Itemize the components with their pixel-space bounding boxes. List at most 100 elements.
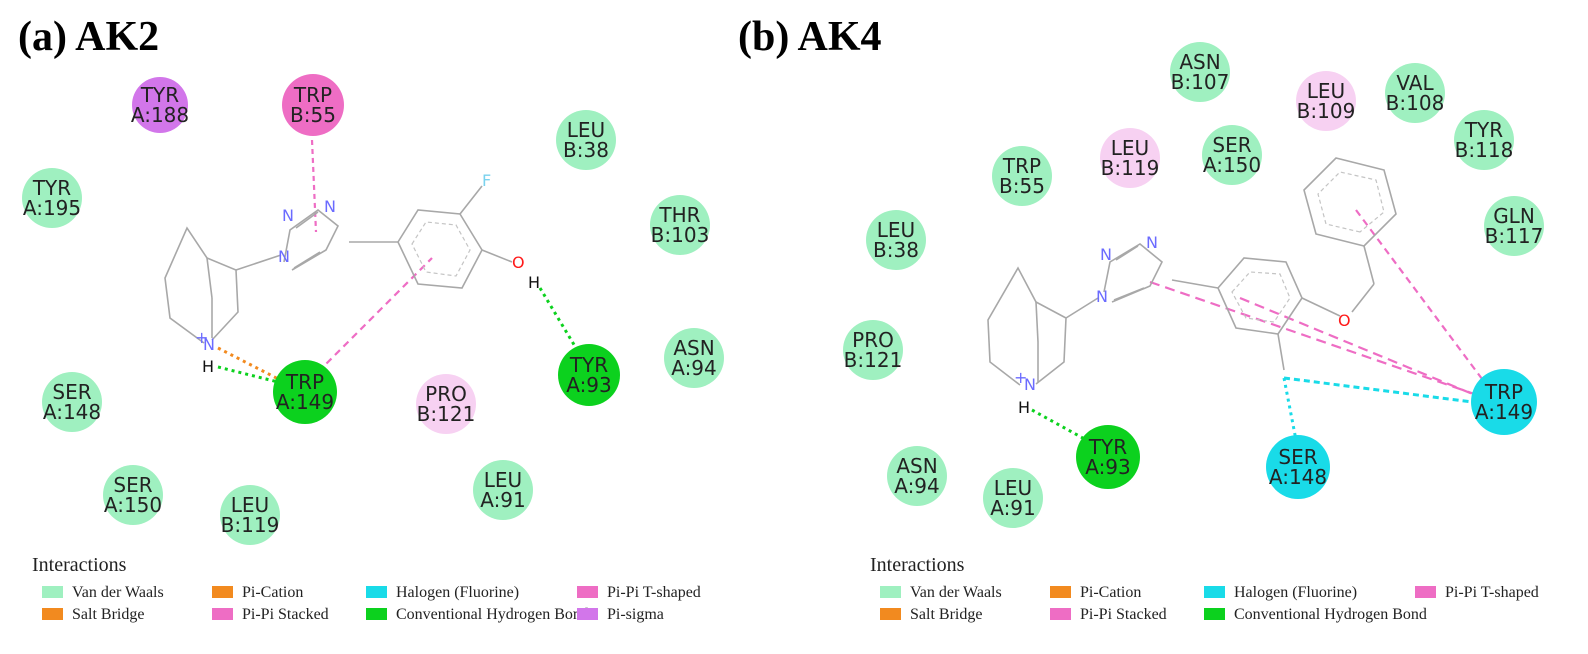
atom-n-ak4: N	[1024, 375, 1036, 394]
residue-id: B:107	[1171, 70, 1230, 94]
residue-id: B:119	[221, 513, 280, 537]
residue-id: B:103	[651, 223, 710, 247]
residue-disc	[664, 328, 724, 388]
halogen-line-trp-a149	[1283, 376, 1489, 406]
residue-id: B:121	[417, 402, 476, 426]
residue-id: B:118	[1455, 138, 1514, 162]
atom-n1-ak2: N	[278, 247, 290, 266]
residue-name: GLN	[1493, 204, 1535, 228]
residue-disc	[983, 468, 1043, 528]
legend-swatch	[1204, 586, 1225, 598]
residue-disc	[843, 320, 903, 380]
legend-label: Halogen (Fluorine)	[1234, 584, 1357, 601]
legend-swatch	[577, 608, 598, 620]
svg-text:+: +	[195, 328, 208, 347]
legend-swatch	[42, 608, 63, 620]
legend-label: Salt Bridge	[72, 606, 144, 623]
legend-swatch	[212, 608, 233, 620]
legend-label: Salt Bridge	[910, 606, 982, 623]
legend-item-pi-sigma: Pi-sigma	[577, 606, 664, 623]
tshaped-line-trp-b55	[310, 139, 318, 233]
atom-n2-ak4: N	[1100, 245, 1112, 264]
legend-item-hbond: Conventional Hydrogen Bond	[1204, 606, 1427, 623]
legend-item-salt-bridge: Salt Bridge	[880, 606, 982, 623]
residue-id: A:148	[1269, 465, 1327, 489]
residue-name: TYR	[140, 83, 179, 107]
residue-name: TYR	[569, 353, 608, 377]
panel-title-ak4: (b) AK4	[738, 14, 882, 60]
residue-disc	[282, 74, 344, 136]
residue-disc	[1454, 110, 1514, 170]
residue-name: LEU	[994, 476, 1032, 500]
residue-id: A:94	[671, 356, 717, 380]
legend-item-tshaped: Pi-Pi T-shaped	[1415, 584, 1539, 601]
atom-o-ak2: O	[512, 253, 525, 272]
legend-label: Halogen (Fluorine)	[396, 584, 519, 601]
residue-disc	[1296, 71, 1356, 131]
residue-id: B:55	[290, 103, 336, 127]
residue-id: A:150	[1203, 153, 1261, 177]
residue-disc	[1170, 42, 1230, 102]
residue-id: B:38	[873, 238, 919, 262]
hbond-line-trp-a149	[217, 365, 291, 387]
legend-swatch	[1204, 608, 1225, 620]
legend-label: Pi-sigma	[607, 606, 664, 623]
residue-disc	[556, 110, 616, 170]
legend-item-stacked: Pi-Pi Stacked	[212, 606, 329, 623]
legend-swatch	[366, 586, 387, 598]
residue-name: SER	[113, 473, 152, 497]
residue-name: LEU	[231, 493, 269, 517]
svg-text:+: +	[1014, 368, 1027, 387]
residue-id: A:148	[43, 400, 101, 424]
residue-disc	[220, 485, 280, 545]
residue-name: SER	[52, 380, 91, 404]
atom-o-ak4: O	[1338, 311, 1351, 330]
panel-title-ak2: (a) AK2	[18, 14, 159, 60]
residue-disc	[887, 446, 947, 506]
residue-name: PRO	[425, 382, 467, 406]
stacked-line-trp-a149	[1149, 280, 1487, 400]
legend-label: Pi-Cation	[242, 584, 303, 601]
residue-name: ASN	[896, 454, 937, 478]
residue-name: TYR	[1464, 118, 1503, 142]
legend-item-salt-bridge: Salt Bridge	[42, 606, 144, 623]
residue-disc	[103, 465, 163, 525]
residue-id: B:55	[999, 174, 1045, 198]
legend-item-stacked: Pi-Pi Stacked	[1050, 606, 1167, 623]
residue-disc	[1385, 63, 1445, 123]
atom-f-ak2: F	[482, 171, 491, 190]
legend-swatch	[880, 586, 901, 598]
legend-heading-ak4: Interactions	[870, 554, 965, 576]
residue-id: B:119	[1101, 156, 1160, 180]
legend-label: Pi-Pi T-shaped	[607, 584, 701, 601]
legend-swatch	[42, 586, 63, 598]
residue-name: ASN	[673, 336, 714, 360]
tshaped-line-trp-a149-b	[1239, 296, 1493, 404]
atom-h-ak4: H	[1018, 398, 1030, 417]
residue-name: TYR	[32, 176, 71, 200]
legend-heading-ak2: Interactions	[32, 554, 127, 576]
residue-disc	[1202, 125, 1262, 185]
residue-name: LEU	[877, 218, 915, 242]
legend-swatch	[1415, 586, 1436, 598]
legend-swatch	[366, 608, 387, 620]
residue-name: LEU	[1307, 79, 1345, 103]
